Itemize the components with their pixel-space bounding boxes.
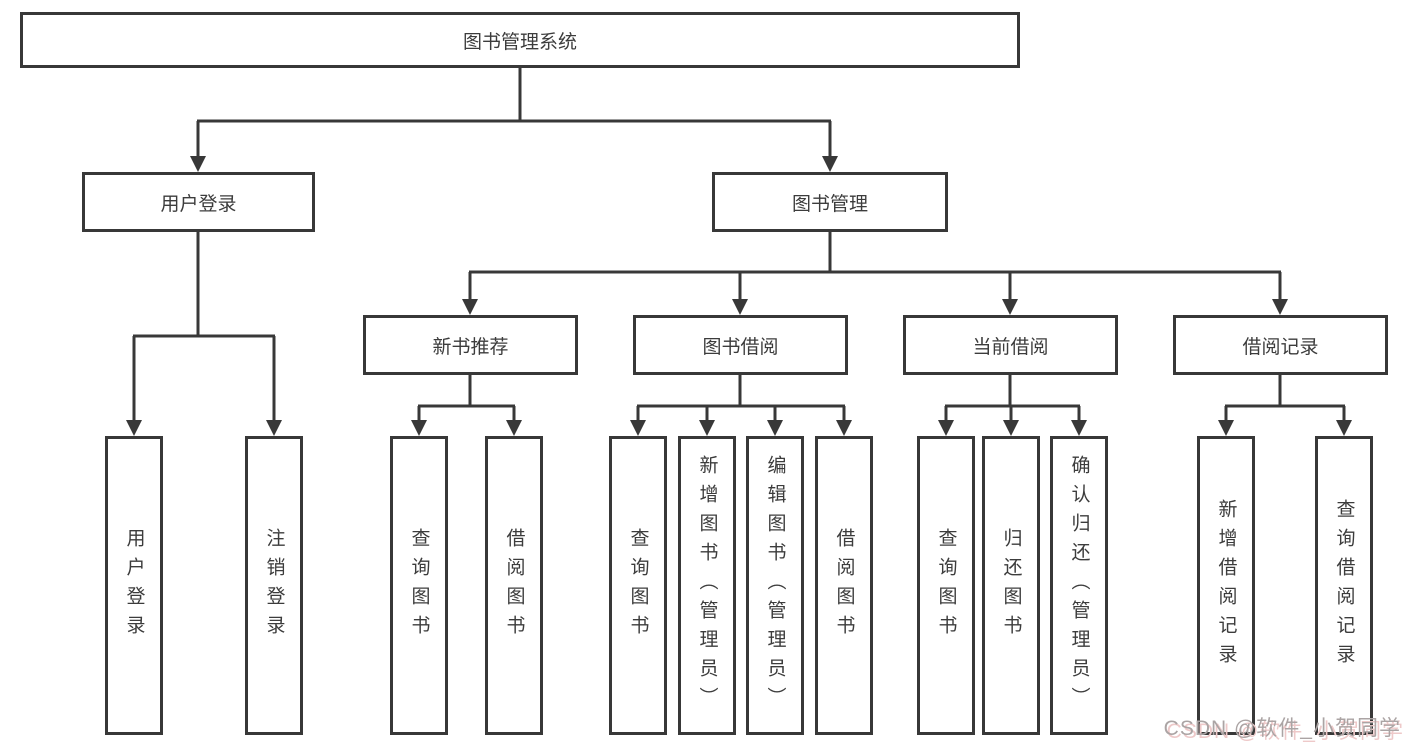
- leaf-user-login: 用户登录: [105, 436, 163, 735]
- node-book-borrow: 图书借阅: [633, 315, 848, 375]
- leaf-query-books-1: 查询图书: [390, 436, 448, 735]
- leaf-logout: 注销登录: [245, 436, 303, 735]
- node-user-login: 用户登录: [82, 172, 315, 232]
- node-label: 借阅图书: [833, 527, 855, 644]
- arrowheads-book-borrow-children: [630, 420, 852, 436]
- leaf-query-borrow-record: 查询借阅记录: [1315, 436, 1373, 735]
- leaf-query-books-2: 查询图书: [609, 436, 667, 735]
- connector-book-mgmt-children: [468, 232, 1282, 300]
- leaf-confirm-return-admin: 确认归还（管理员）: [1050, 436, 1108, 735]
- node-book-management: 图书管理: [712, 172, 948, 232]
- node-new-book-recommend: 新书推荐: [363, 315, 578, 375]
- arrowheads-borrow-record-children: [1218, 420, 1352, 436]
- node-label: 当前借阅: [972, 336, 1049, 358]
- node-current-borrow: 当前借阅: [903, 315, 1118, 375]
- node-borrow-record: 借阅记录: [1173, 315, 1388, 375]
- node-label: 确认归还（管理员）: [1068, 455, 1090, 716]
- node-label: 用户登录: [160, 193, 237, 215]
- node-label: 查询借阅记录: [1333, 498, 1355, 673]
- leaf-add-borrow-record: 新增借阅记录: [1197, 436, 1255, 735]
- connector-new-book-children: [417, 375, 516, 421]
- node-root-library-system: 图书管理系统: [20, 12, 1020, 68]
- node-label: 查询图书: [627, 527, 649, 644]
- arrowheads-user-login-children: [126, 420, 282, 436]
- node-label: 图书管理系统: [462, 31, 577, 53]
- node-label: 借阅图书: [503, 527, 525, 644]
- node-label: 图书管理: [791, 193, 868, 215]
- leaf-borrow-books-2: 借阅图书: [815, 436, 873, 735]
- node-label: 归还图书: [1000, 527, 1022, 644]
- leaf-borrow-books-1: 借阅图书: [485, 436, 543, 735]
- node-label: 查询图书: [935, 527, 957, 644]
- node-label: 查询图书: [408, 527, 430, 644]
- arrowheads-new-book-children: [411, 420, 522, 436]
- node-label: 新增图书（管理员）: [696, 455, 718, 716]
- connector-book-borrow-children: [636, 375, 846, 421]
- node-label: 编辑图书（管理员）: [764, 455, 786, 716]
- connector-root-to-level2: [196, 68, 832, 157]
- node-label: 新书推荐: [432, 336, 509, 358]
- node-label: 借阅记录: [1242, 336, 1319, 358]
- connector-borrow-record-children: [1224, 375, 1346, 421]
- node-label: 新增借阅记录: [1215, 498, 1237, 673]
- node-label: 图书借阅: [702, 336, 779, 358]
- node-label: 用户登录: [123, 527, 145, 644]
- connector-user-login-children: [132, 232, 276, 421]
- connector-current-borrow-children: [944, 375, 1081, 421]
- node-label: 注销登录: [263, 527, 285, 644]
- csdn-watermark: CSDN @软件_小贺同学: [1163, 717, 1401, 740]
- arrowheads-level3: [462, 299, 1288, 315]
- leaf-edit-book-admin: 编辑图书（管理员）: [746, 436, 804, 735]
- leaf-add-book-admin: 新增图书（管理员）: [678, 436, 736, 735]
- leaf-return-book: 归还图书: [982, 436, 1040, 735]
- arrowheads-current-borrow-children: [938, 420, 1087, 436]
- leaf-query-books-3: 查询图书: [917, 436, 975, 735]
- arrowheads-level2: [190, 156, 838, 172]
